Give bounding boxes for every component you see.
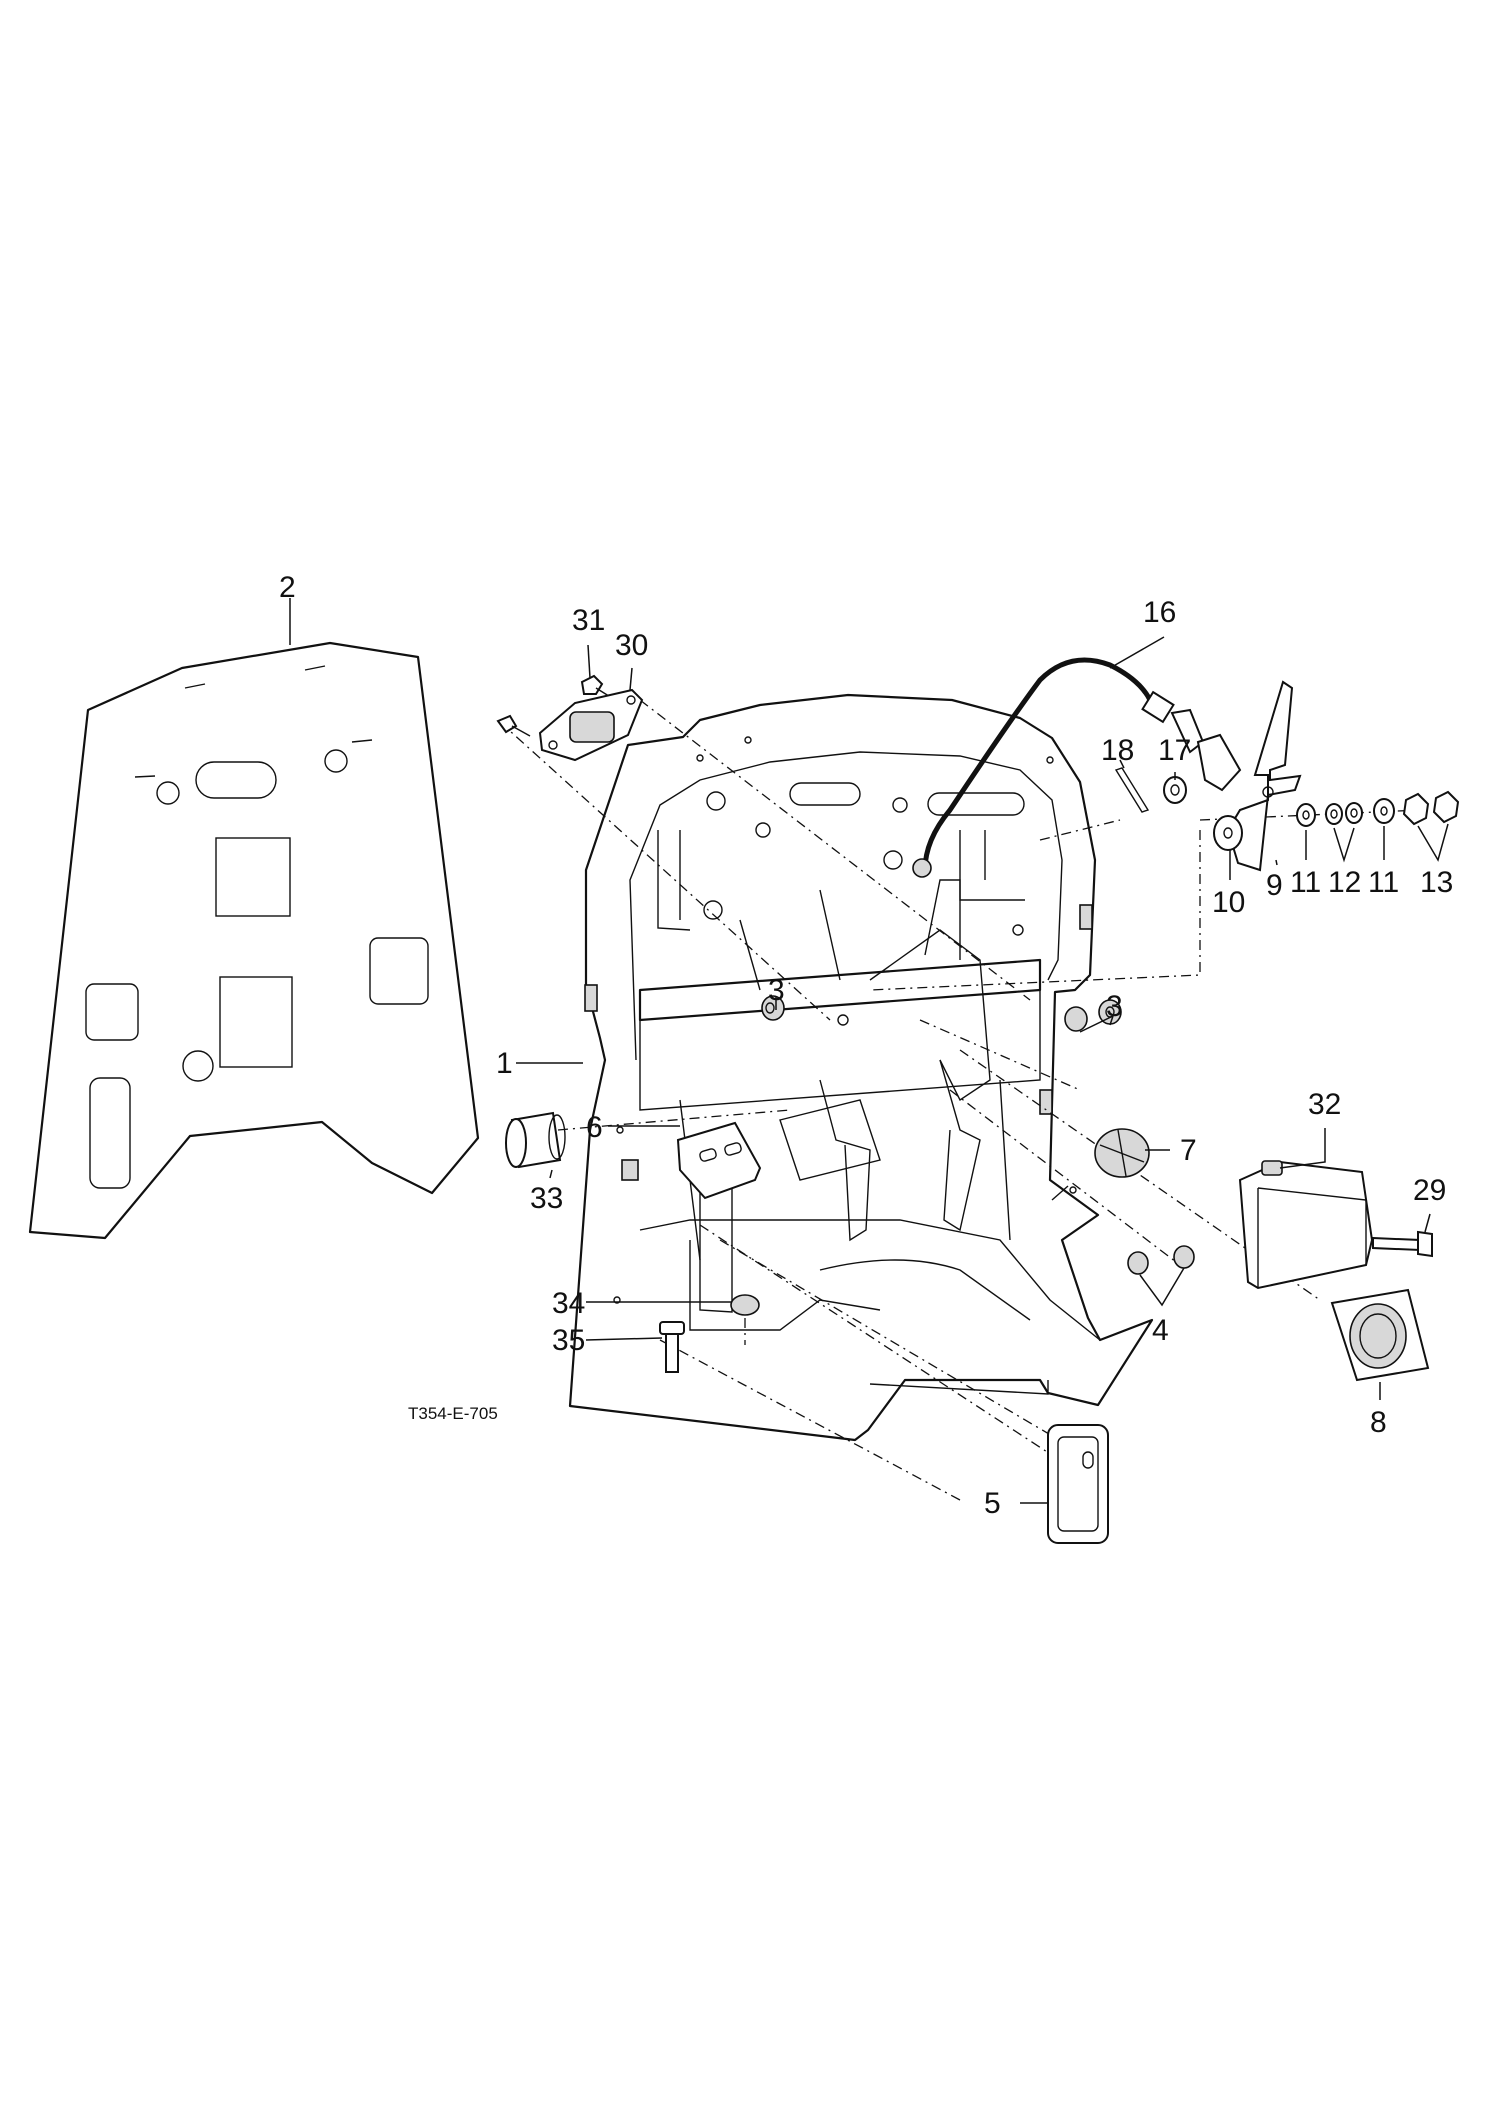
- callout-3: 3: [768, 974, 785, 1007]
- callout-30: 30: [615, 629, 648, 662]
- callout-31: 31: [572, 604, 605, 637]
- callout-18: 18: [1101, 734, 1134, 767]
- part-5-cover: [1047, 1424, 1109, 1544]
- callout-2: 2: [279, 571, 296, 604]
- part-9-lever: [1226, 680, 1302, 872]
- callout-35: 35: [552, 1324, 585, 1357]
- callouts: 2 1 3 3 4 5 6 7 8 9 10 11 11 12 13 16 17…: [279, 571, 1453, 1520]
- callout-29: 29: [1413, 1174, 1446, 1207]
- callout-7: 7: [1180, 1134, 1197, 1167]
- part-6-grommet: [676, 1121, 762, 1200]
- callout-16: 16: [1143, 596, 1176, 629]
- part-16-cable: [912, 657, 1242, 878]
- callout-17: 17: [1158, 734, 1191, 767]
- part-2-floor-mat: [28, 641, 480, 1240]
- leader-lines: [289, 598, 1449, 1504]
- callout-3: 3: [1106, 990, 1123, 1023]
- part-1-floor-frame: [568, 693, 1154, 1442]
- callout-6: 6: [586, 1111, 603, 1144]
- callout-10: 10: [1212, 886, 1245, 919]
- callout-13: 13: [1420, 866, 1453, 899]
- part-32-box: [1238, 1160, 1374, 1290]
- callout-11: 11: [1290, 866, 1321, 899]
- callout-34: 34: [552, 1287, 585, 1320]
- callout-4: 4: [1152, 1314, 1169, 1347]
- assembly-lines: [499, 699, 1421, 1501]
- callout-32: 32: [1308, 1088, 1341, 1121]
- part-8-boot: [1330, 1288, 1430, 1382]
- callout-12: 12: [1328, 866, 1361, 899]
- callout-5: 5: [984, 1487, 1001, 1520]
- hardware: [496, 674, 1460, 1373]
- callout-8: 8: [1370, 1406, 1387, 1439]
- figure-code: T354-E-705: [408, 1404, 498, 1423]
- callout-11: 11: [1368, 866, 1399, 899]
- callout-9: 9: [1266, 869, 1283, 902]
- callout-33: 33: [530, 1182, 563, 1215]
- part-7-plug: [1094, 1128, 1150, 1178]
- callout-1: 1: [496, 1047, 513, 1080]
